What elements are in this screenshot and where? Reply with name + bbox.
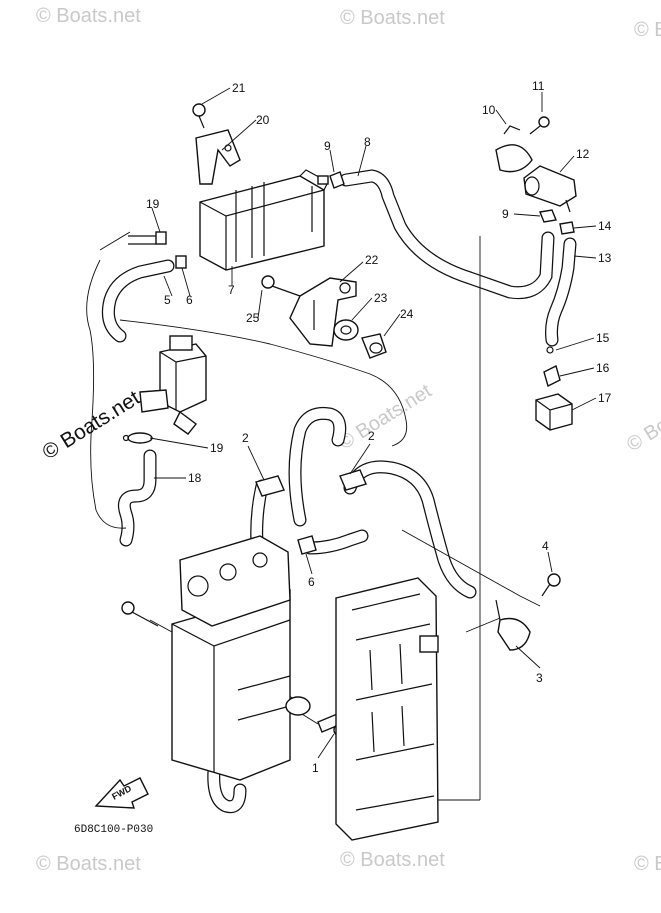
callout-6-upper: 6 bbox=[186, 293, 193, 307]
callout-25: 25 bbox=[246, 311, 260, 325]
callout-9-right: 9 bbox=[502, 207, 509, 221]
watermark-top-left: © Boats.net bbox=[36, 5, 141, 27]
collar-24 bbox=[361, 333, 387, 359]
clip-19-upper bbox=[128, 231, 167, 245]
callout-2-left: 2 bbox=[242, 431, 249, 445]
callout-10: 10 bbox=[482, 103, 496, 117]
solenoid-valve bbox=[139, 335, 207, 435]
clip-6-lower bbox=[297, 535, 317, 555]
clip-2-right bbox=[339, 469, 367, 491]
watermark-top-right: © Boats.net bbox=[634, 19, 661, 41]
clip-9-right bbox=[539, 209, 557, 223]
callout-labels: 21 20 8 9 19 5 6 7 22 23 24 25 10 11 12 … bbox=[146, 79, 612, 775]
callout-19-lower: 19 bbox=[210, 441, 224, 455]
diagram-code: 6D8C100-P030 bbox=[74, 824, 153, 836]
callout-4: 4 bbox=[542, 539, 549, 553]
callout-9-top: 9 bbox=[324, 139, 331, 153]
canister-bracket bbox=[195, 129, 241, 185]
callout-16: 16 bbox=[596, 361, 610, 375]
bracket-22 bbox=[289, 277, 357, 347]
clamp-3 bbox=[495, 599, 531, 651]
callout-13: 13 bbox=[598, 251, 612, 265]
leader-lines bbox=[149, 87, 597, 759]
watermark-right: © Boats.net bbox=[623, 382, 661, 456]
callout-6-lower: 6 bbox=[308, 575, 315, 589]
watermark-bottom-right: © Boats.net bbox=[634, 853, 661, 875]
callout-8: 8 bbox=[364, 135, 371, 149]
callout-19-upper: 19 bbox=[146, 197, 160, 211]
hose-8 bbox=[339, 169, 555, 300]
holder-10 bbox=[495, 125, 533, 173]
callout-18: 18 bbox=[188, 471, 202, 485]
watermark-bottom-center: © Boats.net bbox=[340, 849, 445, 871]
callout-22: 22 bbox=[365, 253, 379, 267]
joint-16 bbox=[543, 364, 561, 388]
callout-7: 7 bbox=[228, 283, 235, 297]
fwd-arrow: FWD bbox=[94, 777, 149, 809]
cylinder-block bbox=[335, 577, 439, 841]
callout-20: 20 bbox=[256, 113, 270, 127]
block-17 bbox=[535, 393, 573, 431]
screw-11 bbox=[529, 116, 550, 135]
vapor-separator bbox=[171, 535, 291, 781]
watermark-center: © Boats.net bbox=[335, 380, 436, 454]
callout-24: 24 bbox=[400, 307, 414, 321]
callout-11: 11 bbox=[532, 79, 545, 93]
clip-19-lower bbox=[122, 432, 153, 444]
bolt-25 bbox=[261, 275, 301, 297]
callout-15: 15 bbox=[596, 331, 610, 345]
bolt-left bbox=[121, 601, 159, 627]
watermark-bottom-left: © Boats.net bbox=[36, 853, 141, 875]
callout-2-right: 2 bbox=[368, 429, 375, 443]
callout-12: 12 bbox=[576, 147, 590, 161]
check-valve-12 bbox=[523, 165, 577, 213]
grommet-lower bbox=[285, 696, 311, 716]
callout-21: 21 bbox=[232, 81, 246, 95]
grommet-23 bbox=[333, 319, 359, 341]
callout-17: 17 bbox=[598, 391, 612, 405]
clip-2-left bbox=[255, 475, 285, 497]
bolt-21 bbox=[192, 103, 206, 129]
callout-14: 14 bbox=[598, 219, 612, 233]
watermark-top-center: © Boats.net bbox=[340, 7, 445, 29]
clip-15 bbox=[546, 346, 554, 354]
callout-3: 3 bbox=[536, 671, 543, 685]
callout-5: 5 bbox=[164, 293, 171, 307]
clip-9-top bbox=[329, 171, 345, 189]
callout-1: 1 bbox=[312, 761, 319, 775]
bolt-4 bbox=[541, 573, 561, 597]
clip-6-upper bbox=[175, 255, 187, 269]
charcoal-canister bbox=[199, 169, 329, 271]
clip-14 bbox=[559, 221, 575, 235]
callout-23: 23 bbox=[374, 291, 388, 305]
